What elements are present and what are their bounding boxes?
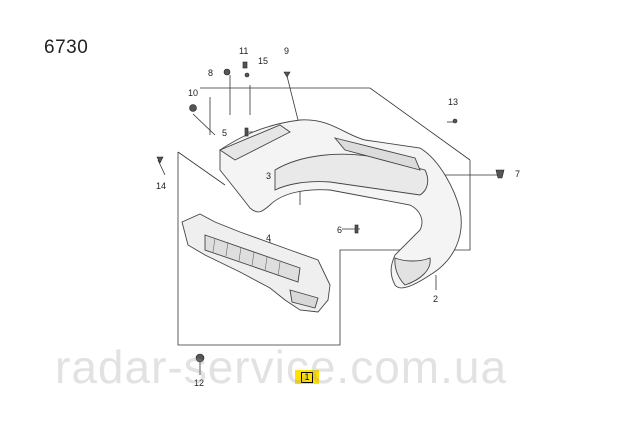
screw-13 bbox=[452, 118, 458, 124]
screw-14 bbox=[156, 156, 164, 164]
screw-5 bbox=[244, 127, 249, 137]
screw-6 bbox=[354, 224, 359, 234]
callout-1: 1 bbox=[301, 371, 313, 383]
callout-11[interactable]: 11 bbox=[239, 46, 249, 56]
clip-9 bbox=[283, 71, 291, 78]
assembly-frame-back bbox=[200, 87, 471, 161]
callout-4[interactable]: 4 bbox=[266, 233, 272, 243]
callout-12[interactable]: 12 bbox=[194, 378, 205, 388]
bolt-10 bbox=[189, 104, 197, 112]
clip-15 bbox=[244, 72, 250, 78]
callout-5[interactable]: 5 bbox=[222, 128, 228, 138]
callout-14[interactable]: 14 bbox=[156, 181, 167, 191]
fasteners bbox=[156, 61, 505, 363]
bumper-cover bbox=[219, 119, 462, 289]
watermark: radar-service.com.ua bbox=[55, 341, 508, 393]
callout-7[interactable]: 7 bbox=[515, 169, 521, 179]
callout-6[interactable]: 6 bbox=[337, 225, 343, 235]
callout-15[interactable]: 15 bbox=[258, 56, 269, 66]
callout-3[interactable]: 3 bbox=[266, 171, 272, 181]
callout-8[interactable]: 8 bbox=[208, 68, 214, 78]
nut-8 bbox=[223, 68, 231, 76]
highlighted-part-callout[interactable]: 1 bbox=[295, 370, 319, 384]
bumper-absorber bbox=[181, 213, 331, 313]
bolt-11 bbox=[242, 61, 248, 69]
assembly-frame-top bbox=[177, 152, 471, 346]
callout-13[interactable]: 13 bbox=[448, 97, 459, 107]
callout-2[interactable]: 2 bbox=[433, 294, 439, 304]
nut-12 bbox=[195, 353, 205, 363]
callout-9[interactable]: 9 bbox=[284, 46, 290, 56]
diagram-code: 6730 bbox=[44, 37, 89, 58]
rivet-7 bbox=[495, 169, 505, 179]
callout-10[interactable]: 10 bbox=[188, 88, 199, 98]
